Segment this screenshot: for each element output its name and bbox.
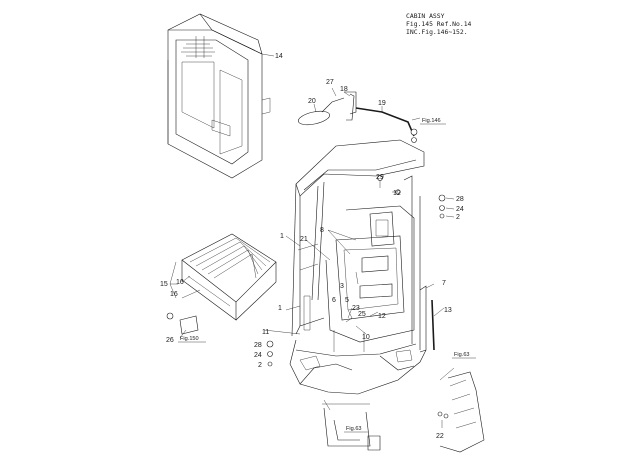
header-ref: Fig.145 Ref.No.14 <box>406 20 472 28</box>
callout-label: 11 <box>262 329 269 336</box>
callout-label: 21 <box>300 236 308 243</box>
callout-label: 24 <box>254 352 262 359</box>
callout-label: 12 <box>393 190 401 197</box>
callout-label: 12 <box>378 313 386 320</box>
fig-ref-label: Fig.63 <box>346 426 362 432</box>
fasteners-right <box>377 175 446 219</box>
callout-label: 23 <box>352 305 360 312</box>
callout-label: 13 <box>444 307 452 314</box>
callout-label: 2 <box>456 214 460 221</box>
glass-panel <box>179 233 277 335</box>
callout-label: 3 <box>340 283 344 290</box>
fig-ref-label: Fig.63 <box>454 352 470 358</box>
callout-label: 5 <box>345 297 349 304</box>
callout-label: 22 <box>436 433 444 440</box>
fasteners-left <box>166 312 274 367</box>
callout-label: 1 <box>278 305 282 312</box>
base-split-view <box>322 403 381 451</box>
callout-label: 15 <box>160 281 168 288</box>
callout-label: 14 <box>275 53 283 60</box>
callout-label: 6 <box>332 297 336 304</box>
callout-label: 19 <box>378 100 386 107</box>
callout-label: 27 <box>326 79 334 86</box>
callout-label: 10 <box>362 334 370 341</box>
header-inc: INC.Fig.146∼152. <box>406 28 468 36</box>
callout-label: 16 <box>170 291 178 298</box>
header-block: CABIN ASSY Fig.145 Ref.No.14 INC.Fig.146… <box>406 12 471 36</box>
callout-label: 18 <box>340 86 348 93</box>
cabin-frame <box>289 139 427 395</box>
mirror-group <box>297 91 418 143</box>
fig-ref-label: Fig.146 <box>422 118 441 124</box>
callout-label: 26 <box>166 337 174 344</box>
callout-numbers: 14 27 18 20 19 29 12 28 24 2 1 8 21 7 3 … <box>160 53 464 440</box>
callout-label: 8 <box>320 227 324 234</box>
callout-label: 7 <box>442 280 446 287</box>
figure-refs: Fig.146 Fig.150 Fig.63 Fig.63 <box>178 118 476 433</box>
callout-label: 28 <box>456 196 464 203</box>
door-lower <box>419 285 485 453</box>
header-title: CABIN ASSY <box>406 12 445 20</box>
callout-label: 29 <box>376 174 384 181</box>
leader-line <box>261 53 275 57</box>
callout-label: 2 <box>258 362 262 369</box>
callout-label: 25 <box>358 311 366 318</box>
cabin-overview <box>167 13 271 179</box>
fig-ref-label: Fig.150 <box>180 336 199 342</box>
callout-label: 16 <box>176 279 184 286</box>
callout-label: 20 <box>308 98 316 105</box>
callout-label: 1 <box>280 233 284 240</box>
callout-label: 28 <box>254 342 262 349</box>
leader-lines <box>169 87 455 428</box>
callout-label: 24 <box>456 206 464 213</box>
